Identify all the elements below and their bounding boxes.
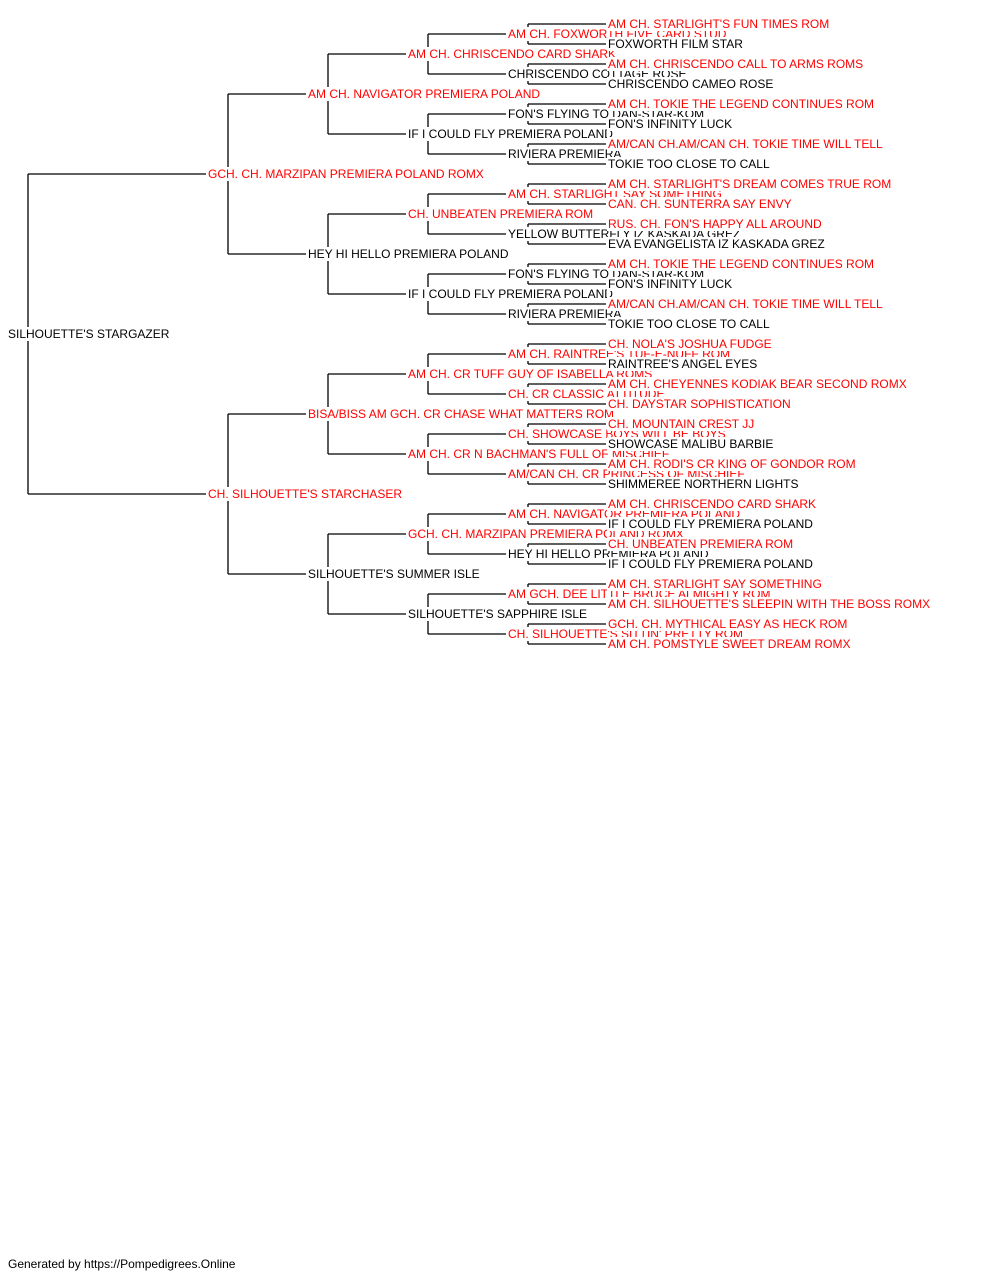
ancestor-name: RIVIERA PREMIERA	[508, 147, 621, 161]
ancestor-name: CH. DAYSTAR SOPHISTICATION	[608, 397, 791, 411]
label-background	[407, 127, 615, 141]
label-background	[607, 497, 818, 511]
ancestor-name: SILHOUETTE'S SAPPHIRE ISLE	[408, 607, 587, 621]
label-background	[407, 447, 671, 461]
ancestor-name: HEY HI HELLO PREMIERA POLAND	[308, 247, 509, 261]
label-background	[607, 157, 771, 171]
label-background	[607, 257, 876, 271]
label-background	[607, 457, 857, 471]
label-background	[407, 607, 589, 621]
label-background	[607, 637, 852, 651]
label-background	[607, 17, 831, 31]
ancestor-name: AM CH. CHRISCENDO CARD SHARK	[408, 47, 616, 61]
label-background	[607, 437, 775, 451]
label-background	[407, 367, 654, 381]
label-background	[607, 37, 745, 51]
ancestor-name: AM CH. STARLIGHT SAY SOMETHING	[608, 577, 822, 591]
ancestor-name: FOXWORTH FILM STAR	[608, 37, 743, 51]
pedigree-labels: SILHOUETTE'S STARGAZER GCH. CH. MARZIPAN …	[7, 17, 932, 651]
label-background	[307, 407, 616, 421]
ancestor-name: IF I COULD FLY PREMIERA POLAND	[608, 557, 813, 571]
label-background	[607, 217, 824, 231]
label-background	[7, 327, 171, 341]
ancestor-name: AM CH. RODI'S CR KING OF GONDOR ROM	[608, 457, 856, 471]
label-background	[607, 597, 932, 611]
ancestor-name: FON'S INFINITY LUCK	[608, 117, 732, 131]
ancestor-name: AM CH. CR TUFF GUY OF ISABELLA ROMS	[408, 367, 652, 381]
ancestor-name: SILHOUETTE'S SUMMER ISLE	[308, 567, 480, 581]
label-background	[307, 87, 542, 101]
label-background	[507, 307, 623, 321]
ancestor-name: RAINTREE'S ANGEL EYES	[608, 357, 757, 371]
label-background	[607, 117, 734, 131]
ancestor-name: CH. UNBEATEN PREMIERA ROM	[408, 207, 593, 221]
label-background	[607, 357, 759, 371]
ancestor-name: IF I COULD FLY PREMIERA POLAND	[408, 287, 613, 301]
label-background	[607, 317, 771, 331]
label-background	[607, 517, 815, 531]
label-background	[607, 97, 876, 111]
ancestor-name: IF I COULD FLY PREMIERA POLAND	[408, 127, 613, 141]
label-background	[607, 337, 773, 351]
ancestor-name: AM CH. CHEYENNES KODIAK BEAR SECOND ROMX	[608, 377, 907, 391]
label-background	[407, 287, 615, 301]
ancestor-name: CAN. CH. SUNTERRA SAY ENVY	[608, 197, 792, 211]
ancestor-name: CH. UNBEATEN PREMIERA ROM	[608, 537, 793, 551]
ancestor-name: RUS. CH. FON'S HAPPY ALL AROUND	[608, 217, 822, 231]
label-background	[507, 147, 623, 161]
ancestor-name: GCH. CH. MARZIPAN PREMIERA POLAND ROMX	[208, 167, 484, 181]
label-background	[207, 167, 485, 181]
subject-dog-name: SILHOUETTE'S STARGAZER	[8, 327, 170, 341]
ancestor-name: AM/CAN CH.AM/CAN CH. TOKIE TIME WILL TEL…	[608, 297, 883, 311]
label-background	[607, 397, 792, 411]
ancestor-name: AM CH. CHRISCENDO CALL TO ARMS ROMS	[608, 57, 863, 71]
label-background	[607, 557, 815, 571]
label-background	[407, 207, 595, 221]
ancestor-name: AM CH. STARLIGHT'S DREAM COMES TRUE ROM	[608, 177, 891, 191]
label-background	[607, 177, 893, 191]
label-background	[307, 247, 510, 261]
ancestor-name: TOKIE TOO CLOSE TO CALL	[608, 317, 770, 331]
ancestor-name: AM CH. POMSTYLE SWEET DREAM ROMX	[608, 637, 850, 651]
ancestor-name: CH. NOLA'S JOSHUA FUDGE	[608, 337, 772, 351]
ancestor-name: AM CH. SILHOUETTE'S SLEEPIN WITH THE BOS…	[608, 597, 930, 611]
label-background	[407, 47, 618, 61]
label-background	[607, 477, 800, 491]
ancestor-name: BISA/BISS AM GCH. CR CHASE WHAT MATTERS …	[308, 407, 614, 421]
label-background	[607, 137, 885, 151]
ancestor-name: SHIMMEREE NORTHERN LIGHTS	[608, 477, 798, 491]
ancestor-name: AM CH. CR N BACHMAN'S FULL OF MISCHIEF	[408, 447, 669, 461]
ancestor-name: AM/CAN CH.AM/CAN CH. TOKIE TIME WILL TEL…	[608, 137, 883, 151]
label-background	[607, 77, 775, 91]
label-background	[607, 297, 885, 311]
generated-by-footer: Generated by https://Pompedigrees.Online	[8, 1257, 236, 1271]
label-background	[607, 537, 795, 551]
ancestor-name: AM CH. NAVIGATOR PREMIERA POLAND	[308, 87, 540, 101]
label-background	[607, 277, 734, 291]
label-background	[607, 617, 849, 631]
ancestor-name: AM CH. STARLIGHT'S FUN TIMES ROM	[608, 17, 829, 31]
label-background	[607, 57, 865, 71]
ancestor-name: RIVIERA PREMIERA	[508, 307, 621, 321]
label-background	[607, 197, 793, 211]
ancestor-name: AM CH. TOKIE THE LEGEND CONTINUES ROM	[608, 97, 874, 111]
label-background	[307, 567, 481, 581]
ancestor-name: TOKIE TOO CLOSE TO CALL	[608, 157, 770, 171]
ancestor-name: CHRISCENDO CAMEO ROSE	[608, 77, 773, 91]
label-background	[607, 237, 826, 251]
label-background	[607, 417, 756, 431]
ancestor-name: IF I COULD FLY PREMIERA POLAND	[608, 517, 813, 531]
label-background	[607, 377, 908, 391]
ancestor-name: AM CH. TOKIE THE LEGEND CONTINUES ROM	[608, 257, 874, 271]
label-background	[607, 577, 823, 591]
ancestor-name: CH. SILHOUETTE'S STARCHASER	[208, 487, 402, 501]
ancestor-name: EVA EVANGELISTA IZ KASKADA GREZ	[608, 237, 825, 251]
ancestor-name: CH. MOUNTAIN CREST JJ	[608, 417, 754, 431]
label-background	[207, 487, 404, 501]
ancestor-name: SHOWCASE MALIBU BARBIE	[608, 437, 773, 451]
ancestor-name: FON'S INFINITY LUCK	[608, 277, 732, 291]
ancestor-name: AM CH. CHRISCENDO CARD SHARK	[608, 497, 816, 511]
ancestor-name: GCH. CH. MYTHICAL EASY AS HECK ROM	[608, 617, 847, 631]
